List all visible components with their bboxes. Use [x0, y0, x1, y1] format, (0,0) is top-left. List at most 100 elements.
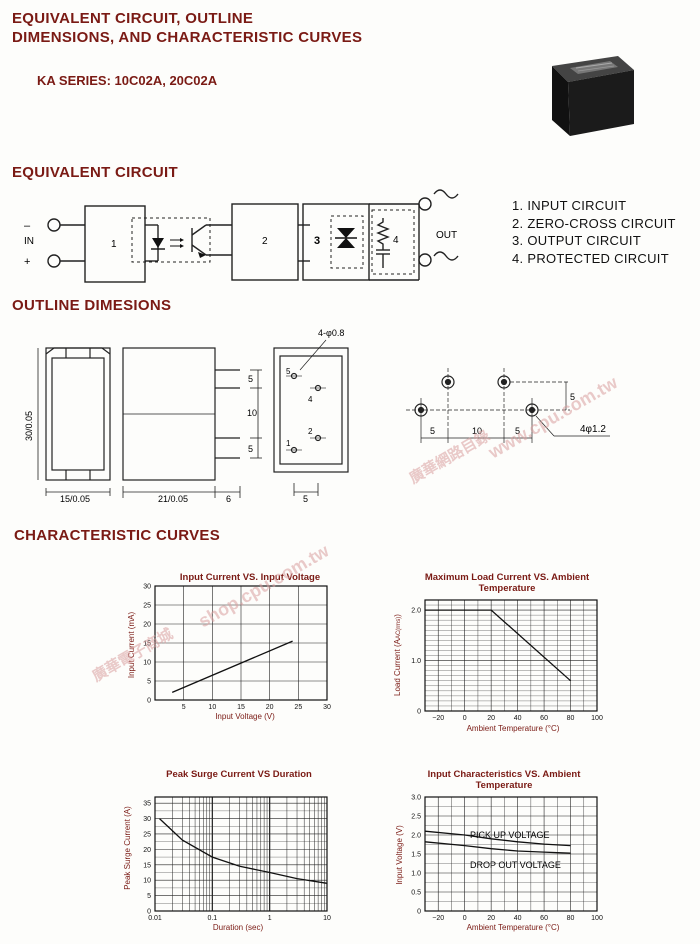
legend-item-output: 3. OUTPUT CIRCUIT: [512, 233, 642, 248]
chart1-series-1-line: [171, 640, 293, 693]
chart1-ytick: 15: [143, 641, 151, 648]
legend-item-protected: 4. PROTECTED CIRCUIT: [512, 250, 669, 266]
chart3-xlabel: Duration (sec): [213, 923, 264, 932]
circuit-legend: 1. INPUT CIRCUIT 2. ZERO-CROSS CIRCUIT 3…: [512, 197, 676, 267]
chart2-xtick: 0: [463, 715, 467, 722]
chart4-series-1-line: [424, 830, 571, 847]
out-label: OUT: [436, 230, 457, 241]
chart3-ytick: 30: [143, 816, 151, 823]
product-photo: [552, 56, 634, 136]
chart2-xtick: 40: [514, 715, 522, 722]
chart1-ytick: 10: [143, 660, 151, 667]
pcb-dim-5a: 5: [430, 426, 435, 436]
chart4-ylabel: Input Voltage (V): [395, 825, 404, 885]
chart1-xtick: 5: [182, 704, 186, 711]
chart1-xtick: 30: [323, 704, 331, 711]
page-title: EQUIVALENT CIRCUIT, OUTLINE DIMENSIONS, …: [12, 9, 362, 47]
chart4-series-2-line: [424, 841, 571, 854]
chart3-ytick: 5: [147, 893, 151, 900]
chart2-ytick: 2.0: [411, 608, 421, 615]
dim-bottom-5: 5: [303, 494, 308, 504]
chart2-ytick: 1.0: [411, 658, 421, 665]
chart2-xtick: 100: [591, 715, 603, 722]
chart4-xtick: −20: [432, 915, 444, 922]
chart2-xtick: −20: [432, 715, 444, 722]
dim-hole-label: 4-φ0.8: [318, 328, 344, 338]
block-1-label: 1: [111, 239, 117, 250]
chart4-ytick: 2.0: [411, 833, 421, 840]
chart4-xlabel: Ambient Temperature (°C): [467, 923, 560, 932]
chart3-frame: [154, 796, 328, 912]
chart1-ylabel: Input Current (mA): [127, 612, 136, 679]
section-equivalent-circuit: EQUIVALENT CIRCUIT: [12, 164, 178, 181]
chart1-frame: [154, 585, 328, 701]
chart3-title: Peak Surge Current VS Duration: [166, 769, 312, 780]
pcb-dim-5b: 5: [515, 426, 520, 436]
chart2-xtick: 20: [487, 715, 495, 722]
chart3-ytick: 10: [143, 878, 151, 885]
chart4-ytick: 1.0: [411, 871, 421, 878]
chart3-ytick: 25: [143, 831, 151, 838]
chart4-frame: [424, 796, 598, 912]
chart1-xtick: 20: [266, 704, 274, 711]
pin-num-4: 4: [308, 395, 313, 404]
chart4-xtick: 20: [487, 915, 495, 922]
chart2-ytick: 0: [417, 709, 421, 716]
chart1-ytick: 20: [143, 622, 151, 629]
chart4-title: Input Characteristics VS. Ambient Temper…: [427, 769, 581, 791]
chart1-ytick: 25: [143, 603, 151, 610]
section-outline: OUTLINE DIMESIONS: [12, 297, 172, 314]
chart3-xtick: 0.01: [148, 915, 162, 922]
in-label: IN: [24, 236, 34, 247]
chart4-xtick: 80: [567, 915, 575, 922]
pin-num-2: 2: [308, 427, 313, 436]
chart1-xtick: 10: [208, 704, 216, 711]
chart1-xlabel: Input Voltage (V): [215, 712, 275, 721]
pin-num-5: 5: [286, 367, 291, 376]
chart4-xtick: 60: [540, 915, 548, 922]
chart2-frame: [424, 599, 598, 712]
chart1-ytick: 30: [143, 584, 151, 591]
plus-label: +: [24, 256, 30, 268]
chart1-ytick: 0: [147, 698, 151, 705]
chart3-xtick: 1: [268, 915, 272, 922]
pcb-dim-10: 10: [472, 426, 482, 436]
chart3-ytick: 20: [143, 847, 151, 854]
pcb-dim-5v: 5: [570, 392, 575, 402]
legend-item-input: 1. INPUT CIRCUIT: [512, 198, 627, 213]
dim-pitch-5b: 5: [248, 444, 253, 454]
block-3-label: 3: [314, 235, 320, 247]
chart3-ytick: 15: [143, 862, 151, 869]
chart4-ytick: 0: [417, 909, 421, 916]
chart3-series-1-line: [159, 818, 328, 884]
block-2-label: 2: [262, 236, 268, 247]
chart2-xtick: 60: [540, 715, 548, 722]
chart3-xtick: 0.1: [207, 915, 217, 922]
dim-side-width: 21/0.05: [158, 494, 188, 504]
dim-front-width: 15/0.05: [60, 494, 90, 504]
legend-item-zero-cross: 2. ZERO-CROSS CIRCUIT: [512, 215, 676, 231]
chart4-ytick: 1.5: [411, 852, 421, 859]
chart2-xtick: 80: [567, 715, 575, 722]
dim-height: 30/0.05: [24, 411, 34, 441]
chart1-title: Input Current VS. Input Voltage: [179, 572, 321, 583]
chart2-title: Maximum Load Current VS. Ambient Tempera…: [424, 572, 590, 594]
chart4-xtick: 0: [463, 915, 467, 922]
chart2-ylabel-main: Load Current (A: [393, 638, 402, 696]
chart4-ytick: 0.5: [411, 890, 421, 897]
chart3-ylabel: Peak Surge Current (A): [123, 806, 132, 890]
chart4-xtick: 100: [591, 915, 603, 922]
outline-drawing: 30/0.05 15/0.05 21/0.05 6 5 10 5 5 4-φ0.…: [24, 328, 610, 504]
title-line-2: DIMENSIONS, AND CHARACTERISTIC CURVES: [12, 29, 363, 46]
block-4-label: 4: [393, 235, 399, 246]
dim-pitch-5a: 5: [248, 374, 253, 384]
chart2-xlabel: Ambient Temperature (°C): [467, 724, 560, 733]
dim-pitch-10: 10: [247, 408, 257, 418]
chart1-xtick: 25: [294, 704, 302, 711]
chart3-xtick: 10: [323, 915, 331, 922]
chart2-ylabel: Load Current (AAC(rms)): [393, 614, 402, 696]
chart2-series-1-line: [425, 609, 571, 682]
series-label: KA SERIES: 10C02A, 20C02A: [37, 73, 218, 88]
chart4-ytick: 2.5: [411, 814, 421, 821]
